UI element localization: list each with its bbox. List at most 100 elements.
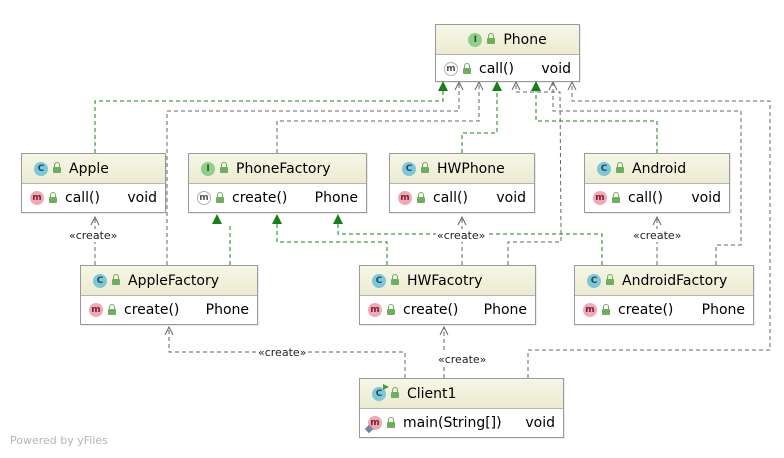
class-name: PhoneFactory	[236, 160, 331, 177]
return-type: void	[127, 190, 157, 206]
create-label: «create»	[437, 353, 488, 366]
public-lock-icon	[108, 303, 116, 315]
class-name: HWPhone	[437, 160, 505, 177]
dependency-arrowhead	[474, 80, 484, 91]
method-icon: m	[593, 191, 607, 205]
class-android[interactable]: C Android m call() void	[584, 153, 730, 213]
public-lock-icon	[391, 387, 399, 398]
dependency-arrowhead	[548, 80, 558, 91]
class-icon: C	[34, 161, 48, 176]
realization-arrowhead	[333, 214, 343, 224]
realization-hwfactory-phonefactory	[276, 223, 388, 265]
create-label: «create»	[436, 229, 487, 242]
return-type: void	[496, 190, 526, 206]
create-label: «create»	[68, 229, 119, 242]
realization-android-phone	[535, 90, 658, 153]
dependency-phonefactory-phone	[276, 82, 480, 153]
realization-arrowhead	[492, 81, 502, 91]
class-name: AppleFactory	[128, 272, 219, 289]
class-android-factory[interactable]: C AndroidFactory m create() Phone	[574, 265, 754, 325]
dependency-arrowhead	[567, 80, 577, 91]
method-name: create()	[124, 302, 180, 318]
class-name: HWFacotry	[407, 272, 483, 289]
public-lock-icon	[606, 274, 614, 285]
run-icon	[383, 383, 389, 390]
dependency-applefactory-phone	[166, 82, 460, 265]
abstract-method-icon: m	[444, 62, 458, 76]
powered-by-footer: Powered by yFiles	[10, 434, 108, 447]
class-phone-factory[interactable]: I PhoneFactory m create() Phone	[188, 153, 367, 213]
dependency-arrowhead	[454, 80, 464, 91]
realization-arrowhead	[531, 81, 541, 91]
class-apple[interactable]: C Apple m call() void	[21, 153, 166, 213]
class-icon: C	[587, 273, 601, 288]
public-lock-icon	[487, 33, 496, 44]
method-name: create()	[618, 302, 674, 318]
return-type: void	[525, 415, 555, 431]
interface-icon: I	[468, 32, 483, 47]
class-icon: C	[93, 273, 107, 288]
method-icon: m	[583, 303, 597, 317]
public-lock-icon	[421, 162, 429, 173]
class-icon: C	[372, 273, 386, 288]
method-name: call()	[628, 190, 663, 206]
public-lock-icon	[463, 62, 471, 74]
realization-arrowhead	[438, 81, 448, 91]
dependency-androidfactory-phone	[552, 82, 742, 265]
method-name: create()	[232, 190, 288, 206]
method-name: call()	[433, 190, 468, 206]
return-type: void	[691, 190, 721, 206]
public-lock-icon	[216, 191, 224, 203]
class-hwfactory[interactable]: C HWFacotry m create() Phone	[359, 265, 536, 325]
public-lock-icon	[387, 416, 395, 428]
method-icon: m	[368, 303, 382, 317]
class-client[interactable]: C Client1 m main(String[]) void	[359, 378, 564, 438]
realization-arrowhead	[272, 214, 282, 224]
method-icon: m	[89, 303, 103, 317]
public-lock-icon	[387, 303, 395, 315]
public-lock-icon	[49, 191, 57, 203]
class-phone[interactable]: I Phone m call() void	[435, 24, 580, 82]
realization-apple-phone	[94, 90, 444, 153]
dependency-arrowhead	[652, 215, 662, 226]
dependency-arrowhead	[457, 215, 467, 226]
class-name: Android	[632, 160, 687, 177]
dependency-arrowhead	[439, 325, 449, 336]
public-lock-icon	[53, 162, 61, 173]
static-method-icon: m	[364, 416, 382, 434]
class-hwphone[interactable]: C HWPhone m call() void	[389, 153, 535, 213]
class-apple-factory[interactable]: C AppleFactory m create() Phone	[80, 265, 258, 325]
public-lock-icon	[220, 162, 228, 173]
return-type: Phone	[483, 302, 527, 318]
method-name: call()	[479, 61, 514, 77]
realization-arrowhead	[212, 214, 222, 224]
create-label: «create»	[257, 346, 308, 359]
public-lock-icon	[417, 191, 425, 203]
class-name: Phone	[503, 31, 547, 48]
dependency-arrowhead	[164, 325, 174, 336]
dependency-arrowhead	[90, 215, 100, 226]
interface-icon: I	[201, 161, 215, 176]
return-type: Phone	[205, 302, 249, 318]
public-lock-icon	[391, 274, 399, 285]
public-lock-icon	[112, 274, 120, 285]
class-name: AndroidFactory	[622, 272, 728, 289]
method-icon: m	[398, 191, 412, 205]
return-type: Phone	[314, 190, 358, 206]
class-name: Client1	[407, 385, 457, 402]
abstract-method-icon: m	[197, 191, 211, 205]
method-icon: m	[30, 191, 44, 205]
dependency-hwfactory-phone	[507, 82, 562, 265]
method-name: call()	[65, 190, 100, 206]
create-label: «create»	[632, 229, 683, 242]
dependency-client-phone	[527, 82, 771, 378]
method-name: main(String[])	[403, 415, 502, 431]
return-type: Phone	[701, 302, 745, 318]
public-lock-icon	[602, 303, 610, 315]
public-lock-icon	[616, 162, 624, 173]
return-type: void	[541, 61, 571, 77]
public-lock-icon	[612, 191, 620, 203]
class-icon: C	[597, 161, 611, 176]
class-name: Apple	[69, 160, 109, 177]
